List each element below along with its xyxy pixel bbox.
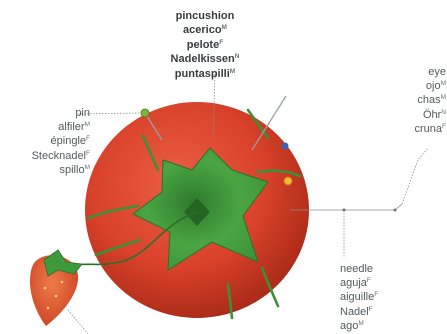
needle-term-italian: agoM <box>340 318 420 332</box>
pincushion-term-german: NadelkissenN <box>150 51 260 65</box>
pincushion-term-english: pincushion <box>150 10 260 22</box>
pincushion-label-group: pincushion acericoM peloteF NadelkissenN… <box>150 10 260 80</box>
needle-term-english: needle <box>340 263 420 275</box>
pincushion-term-italian: puntaspilliM <box>150 66 260 80</box>
pin-term-spanish: alfilerM <box>0 119 90 133</box>
needle-label-group: needle agujaF aiguilleF NadelF agoM <box>340 263 420 332</box>
eye-term-german: ÖhrN <box>390 107 446 121</box>
needle-term-german: NadelF <box>340 304 420 318</box>
yellow-pin-head <box>284 177 292 185</box>
pin-label-group: pin alfilerM épingleF StecknadelF spillo… <box>0 107 90 176</box>
pin-term-french: épingleF <box>0 133 90 147</box>
pin-term-italian: spilloM <box>0 162 90 176</box>
blue-pin-head <box>282 143 289 150</box>
pin-term-english: pin <box>0 107 90 119</box>
pincushion-term-spanish: acericoM <box>150 22 260 36</box>
eye-label-group: eye ojoM chasM ÖhrN crunaF <box>390 66 446 135</box>
eye-term-french: chasM <box>390 92 446 106</box>
pin-term-german: StecknadelF <box>0 148 90 162</box>
pin-head <box>141 109 149 117</box>
eye-term-spanish: ojoM <box>390 78 446 92</box>
pincushion-term-french: peloteF <box>150 37 260 51</box>
eye-term-italian: crunaF <box>390 121 446 135</box>
needle-term-spanish: agujaF <box>340 275 420 289</box>
eye-term-english: eye <box>390 66 446 78</box>
needle-term-french: aiguilleF <box>340 289 420 303</box>
